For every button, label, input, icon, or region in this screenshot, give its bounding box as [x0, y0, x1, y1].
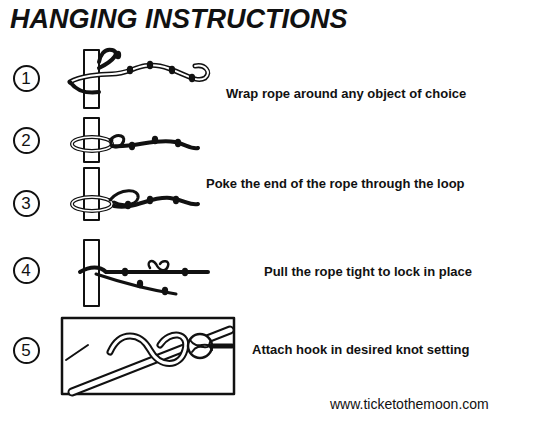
- step-number-circle: 2: [13, 127, 40, 154]
- step-instruction: Pull the rope tight to lock in place: [264, 264, 472, 279]
- step-number: 5: [21, 342, 30, 359]
- step-number: 4: [21, 262, 30, 279]
- page-title: HANGING INSTRUCTIONS: [10, 4, 348, 35]
- step4-rope: [80, 240, 208, 306]
- step-number-circle: 1: [13, 65, 40, 92]
- step-instruction: Poke the end of the rope through the loo…: [206, 176, 465, 191]
- step1-rope: [70, 50, 208, 108]
- step-number-circle: 5: [13, 337, 40, 364]
- step-instruction: Attach hook in desired knot setting: [252, 342, 469, 357]
- step3-rope: [72, 168, 198, 220]
- step-number-circle: 4: [13, 257, 40, 284]
- website-url: www.ticketothemoon.com: [330, 396, 489, 412]
- step-number: 2: [21, 132, 30, 149]
- step-instruction: Wrap rope around any object of choice: [226, 86, 466, 101]
- step-number-circle: 3: [13, 190, 40, 217]
- step-number: 1: [21, 70, 30, 87]
- step-number: 3: [21, 195, 30, 212]
- step5-detail: [62, 318, 234, 394]
- step2-rope: [72, 118, 198, 162]
